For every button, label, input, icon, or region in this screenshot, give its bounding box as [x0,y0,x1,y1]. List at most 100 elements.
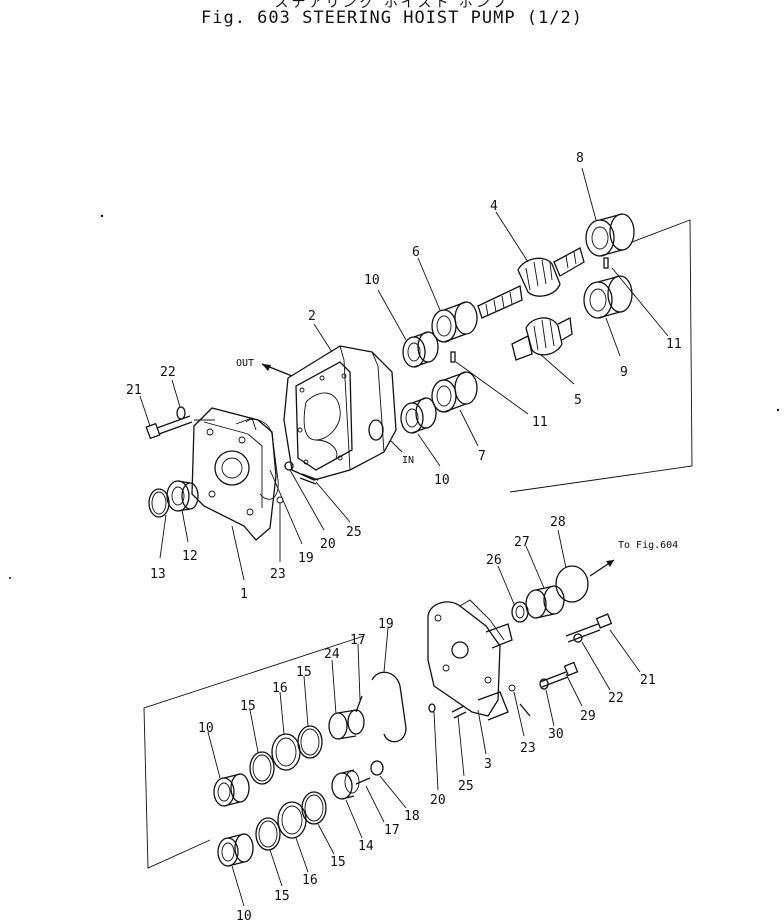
callout-14: 14 [358,839,374,854]
o-ring-part-20-upper [284,461,294,471]
japanese-title: ステアリング ホイスト ポンプ [274,0,510,11]
callout-8: 8 [576,151,584,166]
callout-10-lower: 10 [434,473,450,488]
in-label: IN [402,455,414,466]
pin-part-17-lower [355,777,371,785]
callout-10-lower-a: 10 [198,721,214,736]
callout-17-upper: 17 [350,633,366,648]
dowel-pin-part-25-lower [451,705,467,719]
driven-gear-part-5 [511,317,573,361]
bolt-part-29 [539,661,579,688]
callout-29: 29 [580,709,596,724]
callout-12: 12 [182,549,198,564]
pin-part-11-center [450,351,456,363]
callout-6: 6 [412,245,420,260]
pin-detail-lower [519,703,531,717]
to-fig-label: To Fig.604 [618,540,678,551]
out-label: OUT [236,358,254,369]
callout-13: 13 [150,567,166,582]
bushing-part-6 [431,301,478,343]
dowel-pin-part-25-upper [299,473,319,485]
callout-18: 18 [404,809,420,824]
o-ring-part-23-lower [508,684,516,692]
callout-10-lower-b: 10 [236,909,252,920]
callout-11-center: 11 [532,415,548,430]
callout-7: 7 [478,449,486,464]
spacer-part-26 [511,601,529,623]
drive-gear-shaft-part-4 [477,247,585,319]
to-fig-arrowhead [606,560,614,567]
scan-dot [9,577,11,579]
callout-1: 1 [240,587,248,602]
pump-body-part-2 [283,345,397,481]
ring-part-15-lower-left [255,817,281,851]
needle-bearing-part-10-lower-b [217,833,254,867]
needle-bearing-part-10-lower [400,397,437,434]
callout-15-d: 15 [274,889,290,904]
group-bracket-upper-right [509,219,693,493]
callout-17-lower: 17 [384,823,400,838]
pin-part-11-right [603,257,609,269]
callout-10-upper: 10 [364,273,380,288]
callout-22-upper: 22 [160,365,176,380]
callout-20-lower: 20 [430,793,446,808]
bolt-part-21-upper [145,415,193,440]
bushing-part-24 [328,709,365,740]
callout-25-lower: 25 [458,779,474,794]
scan-dot [100,214,104,218]
seal-part-18 [370,760,384,776]
callout-15-c: 15 [330,855,346,870]
callout-16-a: 16 [272,681,288,696]
lower-leader-lines [207,529,641,907]
upper-assembly-group [139,167,693,581]
figure-title: Fig. 603 STEERING HOIST PUMP (1/2) [201,8,583,28]
plate-part-14 [331,769,360,800]
callout-15-b: 15 [296,665,312,680]
scan-dot [776,408,780,412]
callout-26: 26 [486,553,502,568]
washer-part-30 [539,678,549,690]
o-ring-part-28 [555,565,589,603]
needle-bearing-part-10-upper [402,331,439,368]
callout-19-upper: 19 [298,551,314,566]
callout-2: 2 [308,309,316,324]
needle-bearing-part-10-lower-a [213,773,250,807]
callout-24: 24 [324,647,340,662]
out-arrowhead [262,364,271,371]
group-bracket-lower-left [143,635,365,869]
callout-5: 5 [574,393,582,408]
callout-3: 3 [484,757,492,772]
washer-part-22-lower [573,633,583,643]
callout-22-lower: 22 [608,691,624,706]
callout-28: 28 [550,515,566,530]
callout-19-lower: 19 [378,617,394,632]
bushing-part-27 [525,585,565,619]
callout-11-right: 11 [666,337,682,352]
callout-21-upper: 21 [126,383,142,398]
callout-23-upper: 23 [270,567,286,582]
callout-15-a: 15 [240,699,256,714]
upper-leader-lines [139,167,669,581]
snap-ring-part-13 [148,488,170,518]
bushing-part-9 [583,275,633,319]
pin-part-17-upper [355,695,363,713]
callout-21-lower: 21 [640,673,656,688]
gasket-part-19-upper [245,418,279,500]
o-ring-part-20-lower [428,703,436,713]
bushing-part-7 [431,371,478,413]
callout-25-upper: 25 [346,525,362,540]
ring-part-15-upper-left [249,751,275,785]
callout-20-upper: 20 [320,537,336,552]
callout-4: 4 [490,199,498,214]
callout-9: 9 [620,365,628,380]
callout-30: 30 [548,727,564,742]
ring-part-15-upper-right [297,725,323,759]
front-cover-part-1 [191,407,277,541]
bolt-part-21-lower [565,613,613,643]
washer-part-22-upper [176,406,186,420]
in-leader [389,439,403,453]
callout-27: 27 [514,535,530,550]
gasket-part-19-lower [371,671,407,743]
bushing-part-8 [585,213,635,257]
